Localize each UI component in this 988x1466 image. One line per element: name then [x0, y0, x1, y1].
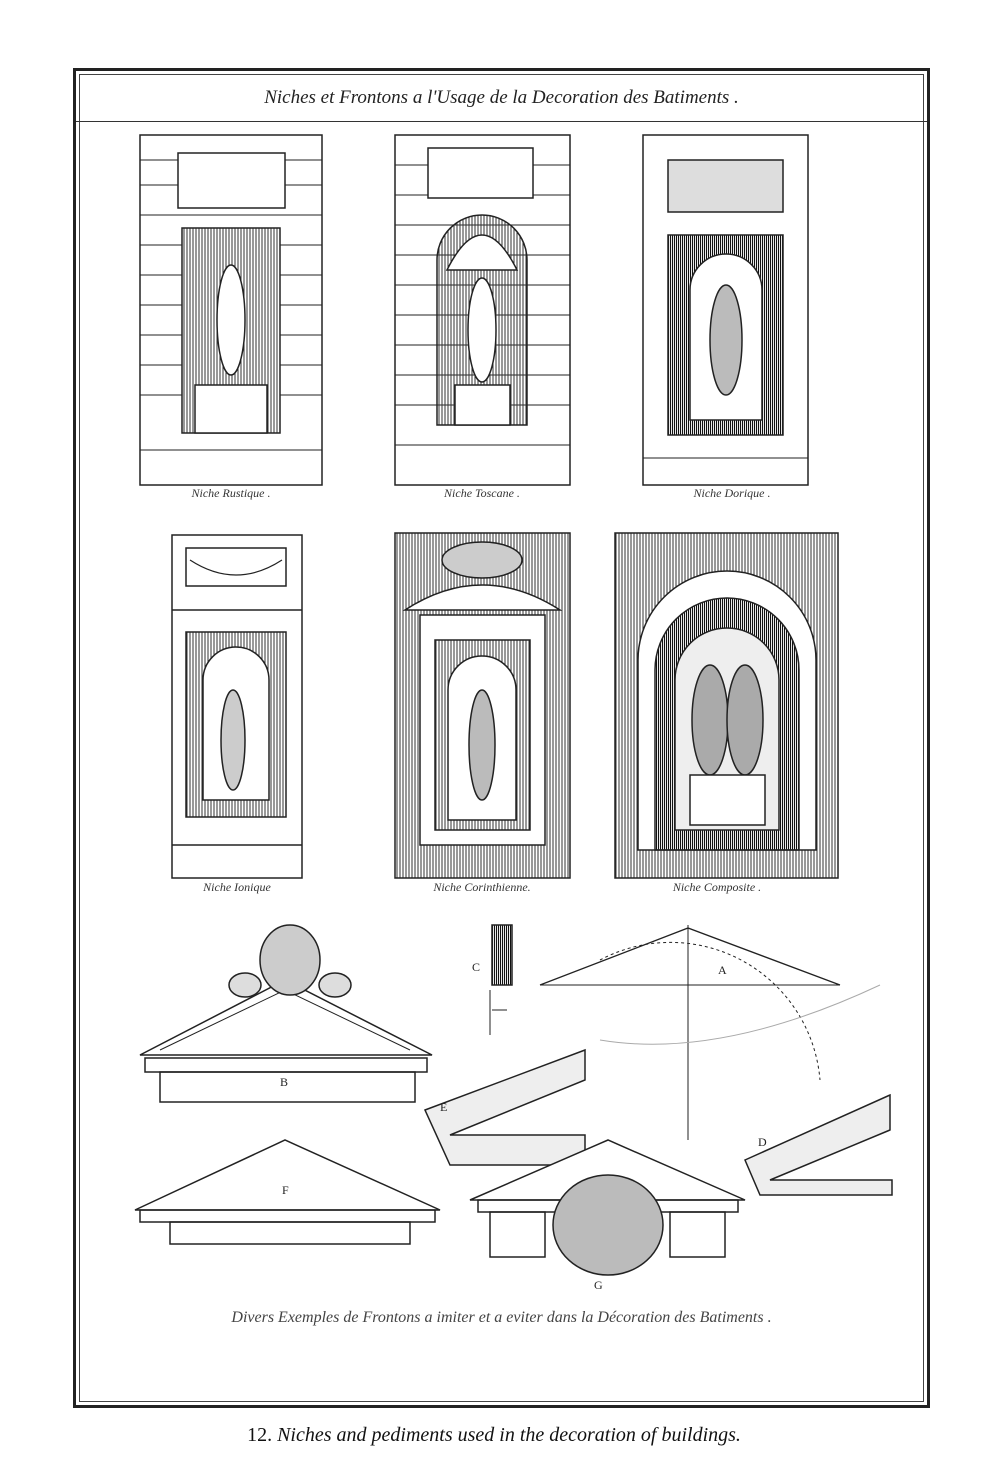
pediment-b-drawing: [139, 924, 433, 1103]
label-c: C: [472, 960, 481, 974]
cornice-e-drawing: [423, 1048, 586, 1166]
title-divider: [76, 121, 927, 122]
label-f: F: [282, 1183, 289, 1197]
niche-corinthienne-drawing: [394, 532, 571, 879]
caption-niche-composite: Niche Composite .: [672, 880, 762, 894]
caption-niche-rustique: Niche Rustique .: [191, 486, 271, 500]
figure-caption: 12. Niches and pediments used in the dec…: [0, 1424, 988, 1447]
plate-inner-border: [79, 74, 924, 1402]
figure-caption-text: Niches and pediments used in the decorat…: [277, 1424, 741, 1446]
niche-ionique-drawing: [171, 534, 303, 879]
cornice-d-drawing: [744, 1093, 893, 1196]
niche-rustique-drawing: [139, 134, 323, 486]
label-g: G: [594, 1278, 603, 1292]
caption-niche-corinthienne: Niche Corinthienne.: [433, 880, 531, 894]
caption-niche-dorique: Niche Dorique .: [693, 486, 771, 500]
plate-title: Niches et Frontons a l'Usage de la Decor…: [264, 87, 739, 108]
niche-dorique-drawing: [642, 134, 809, 486]
engraving-plate: Niches et Frontons a l'Usage de la Decor…: [73, 68, 930, 1408]
label-e: E: [440, 1100, 448, 1114]
pediment-g-drawing: [469, 1139, 746, 1276]
pediments-subtitle: Divers Exemples de Frontons a imiter et …: [231, 1309, 772, 1326]
niche-composite-drawing: [614, 532, 839, 879]
niche-toscane-drawing: [394, 134, 571, 486]
profile-c-drawing: [489, 924, 513, 1035]
diagram-a-drawing: [539, 925, 881, 1140]
caption-niche-ionique: Niche Ionique: [203, 880, 271, 894]
figure-number: 12.: [247, 1424, 273, 1446]
label-d: D: [758, 1135, 767, 1149]
caption-niche-toscane: Niche Toscane .: [444, 486, 520, 500]
pediment-f-drawing: [134, 1139, 441, 1245]
label-a: A: [718, 963, 727, 977]
label-b: B: [280, 1075, 289, 1089]
